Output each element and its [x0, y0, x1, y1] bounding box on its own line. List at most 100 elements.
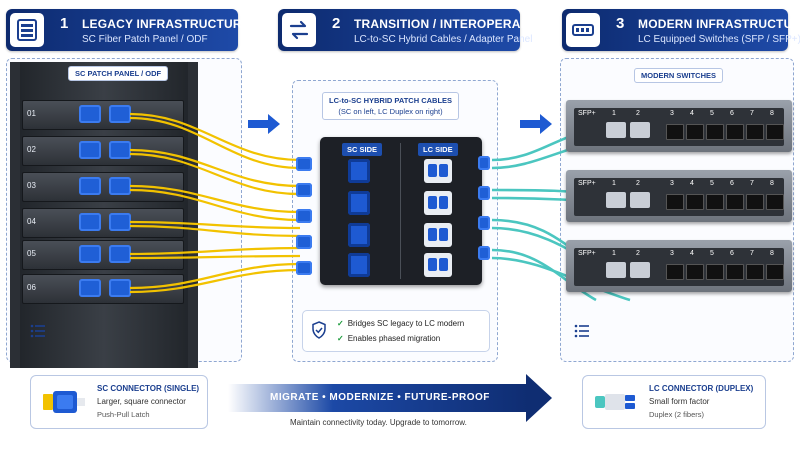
port-number: 3 [670, 180, 674, 187]
lc-plug-icon [478, 156, 490, 170]
rj45-port[interactable] [686, 264, 704, 280]
header-title: MODERN INFRASTRUCTURE [638, 17, 800, 31]
port-number: 3 [670, 110, 674, 117]
patch-panel-icon [10, 13, 44, 47]
port-number: 7 [750, 180, 754, 187]
port-number: 8 [770, 250, 774, 257]
rj45-port[interactable] [766, 194, 784, 210]
rj45-port[interactable] [746, 264, 764, 280]
network-switch: SFP+ 1 2 3 4 5 6 7 8 [566, 100, 792, 152]
header-title: LEGACY INFRASTRUCTURE [82, 17, 250, 31]
sc-adapter-port[interactable] [348, 159, 370, 183]
sc-connector-icon [79, 105, 101, 123]
patch-port-row[interactable]: 06 [22, 274, 184, 304]
sc-connector-icon [109, 141, 131, 159]
sc-connector-icon [109, 105, 131, 123]
transition-tag-title: LC-to-SC HYBRID PATCH CABLES [329, 96, 453, 105]
rj45-port[interactable] [706, 264, 724, 280]
lc-card-line1: Small form factor [649, 397, 710, 406]
sc-card-line2: Push-Pull Latch [97, 410, 150, 419]
port-number: 1 [612, 250, 616, 257]
patch-port-row[interactable]: 01 [22, 100, 184, 130]
sc-connector-icon [109, 245, 131, 263]
port-number: 2 [636, 110, 640, 117]
patch-port-row[interactable]: 05 [22, 240, 184, 270]
lc-connector-card: LC CONNECTOR (DUPLEX) Small form factor … [582, 375, 766, 429]
port-number: 7 [750, 250, 754, 257]
sfp-port[interactable] [630, 192, 650, 208]
transition-tag: LC-to-SC HYBRID PATCH CABLES (SC on left… [322, 92, 460, 120]
benefit-item: ✓Enables phased migration [337, 334, 441, 343]
rj45-port[interactable] [666, 264, 684, 280]
switch-icon [566, 13, 600, 47]
header-number: 2 [332, 15, 341, 32]
rj45-port[interactable] [726, 124, 744, 140]
rj45-port[interactable] [686, 194, 704, 210]
sc-adapter-port[interactable] [348, 191, 370, 215]
header-title: TRANSITION / INTEROPERABILITY [354, 17, 560, 31]
sc-adapter-port[interactable] [348, 253, 370, 277]
adapter-panel: SC SIDE LC SIDE [320, 137, 482, 285]
legacy-tag: SC PATCH PANEL / ODF [68, 66, 169, 81]
lc-card-line2: Duplex (2 fibers) [649, 410, 705, 419]
rj45-port[interactable] [746, 194, 764, 210]
lc-plug-icon [478, 186, 490, 200]
sfp-port[interactable] [606, 262, 626, 278]
port-number: 06 [27, 283, 36, 292]
sc-plug-icon [296, 183, 312, 197]
port-number: 6 [730, 110, 734, 117]
rj45-port[interactable] [766, 264, 784, 280]
sfp-port[interactable] [606, 192, 626, 208]
sc-plug-icon [296, 261, 312, 275]
rj45-port[interactable] [666, 124, 684, 140]
port-number: 03 [27, 181, 36, 190]
lc-adapter-port[interactable] [424, 191, 452, 215]
sfp-port[interactable] [630, 262, 650, 278]
banner-text: MIGRATE • MODERNIZE • FUTURE-PROOF [270, 392, 490, 403]
transition-benefits: ✓Bridges SC legacy to LC modern ✓Enables… [302, 310, 490, 352]
sc-plug-icon [296, 209, 312, 223]
port-number: 04 [27, 217, 36, 226]
patch-port-row[interactable]: 02 [22, 136, 184, 166]
transition-tag-subtitle: (SC on left, LC Duplex on right) [338, 107, 443, 116]
port-number: 1 [612, 110, 616, 117]
rj45-port[interactable] [746, 124, 764, 140]
port-number: 8 [770, 180, 774, 187]
port-number: 3 [670, 250, 674, 257]
migration-banner [228, 384, 528, 412]
sc-card-title: SC CONNECTOR (SINGLE) [97, 384, 200, 393]
lc-adapter-port[interactable] [424, 253, 452, 277]
rj45-port[interactable] [726, 264, 744, 280]
lc-plug-icon [478, 246, 490, 260]
header-number: 3 [616, 15, 625, 32]
sfp-port[interactable] [606, 122, 626, 138]
sc-side-label: SC SIDE [342, 143, 383, 156]
port-number: 6 [730, 180, 734, 187]
lc-adapter-port[interactable] [424, 159, 452, 183]
port-number: 2 [636, 250, 640, 257]
rj45-port[interactable] [706, 124, 724, 140]
sfp-label: SFP+ [578, 250, 596, 257]
sc-connector-icon [109, 279, 131, 297]
sc-connector-icon [41, 388, 89, 421]
lc-adapter-port[interactable] [424, 223, 452, 247]
rj45-port[interactable] [706, 194, 724, 210]
benefit-item: ✓Bridges SC legacy to LC modern [337, 319, 465, 328]
shield-check-icon [311, 321, 327, 344]
port-number: 1 [612, 180, 616, 187]
sc-connector-icon [79, 141, 101, 159]
rj45-port[interactable] [666, 194, 684, 210]
port-number: 8 [770, 110, 774, 117]
header-number: 1 [60, 15, 69, 32]
port-number: 7 [750, 110, 754, 117]
rj45-port[interactable] [686, 124, 704, 140]
rj45-port[interactable] [766, 124, 784, 140]
rj45-port[interactable] [726, 194, 744, 210]
lc-card-title: LC CONNECTOR (DUPLEX) [649, 384, 754, 393]
sc-connector-icon [79, 245, 101, 263]
header-subtitle: SC Fiber Patch Panel / ODF [82, 34, 208, 45]
header-subtitle: LC Equipped Switches (SFP / SFP+) [638, 34, 800, 45]
port-number: 4 [690, 110, 694, 117]
sfp-port[interactable] [630, 122, 650, 138]
sc-adapter-port[interactable] [348, 223, 370, 247]
